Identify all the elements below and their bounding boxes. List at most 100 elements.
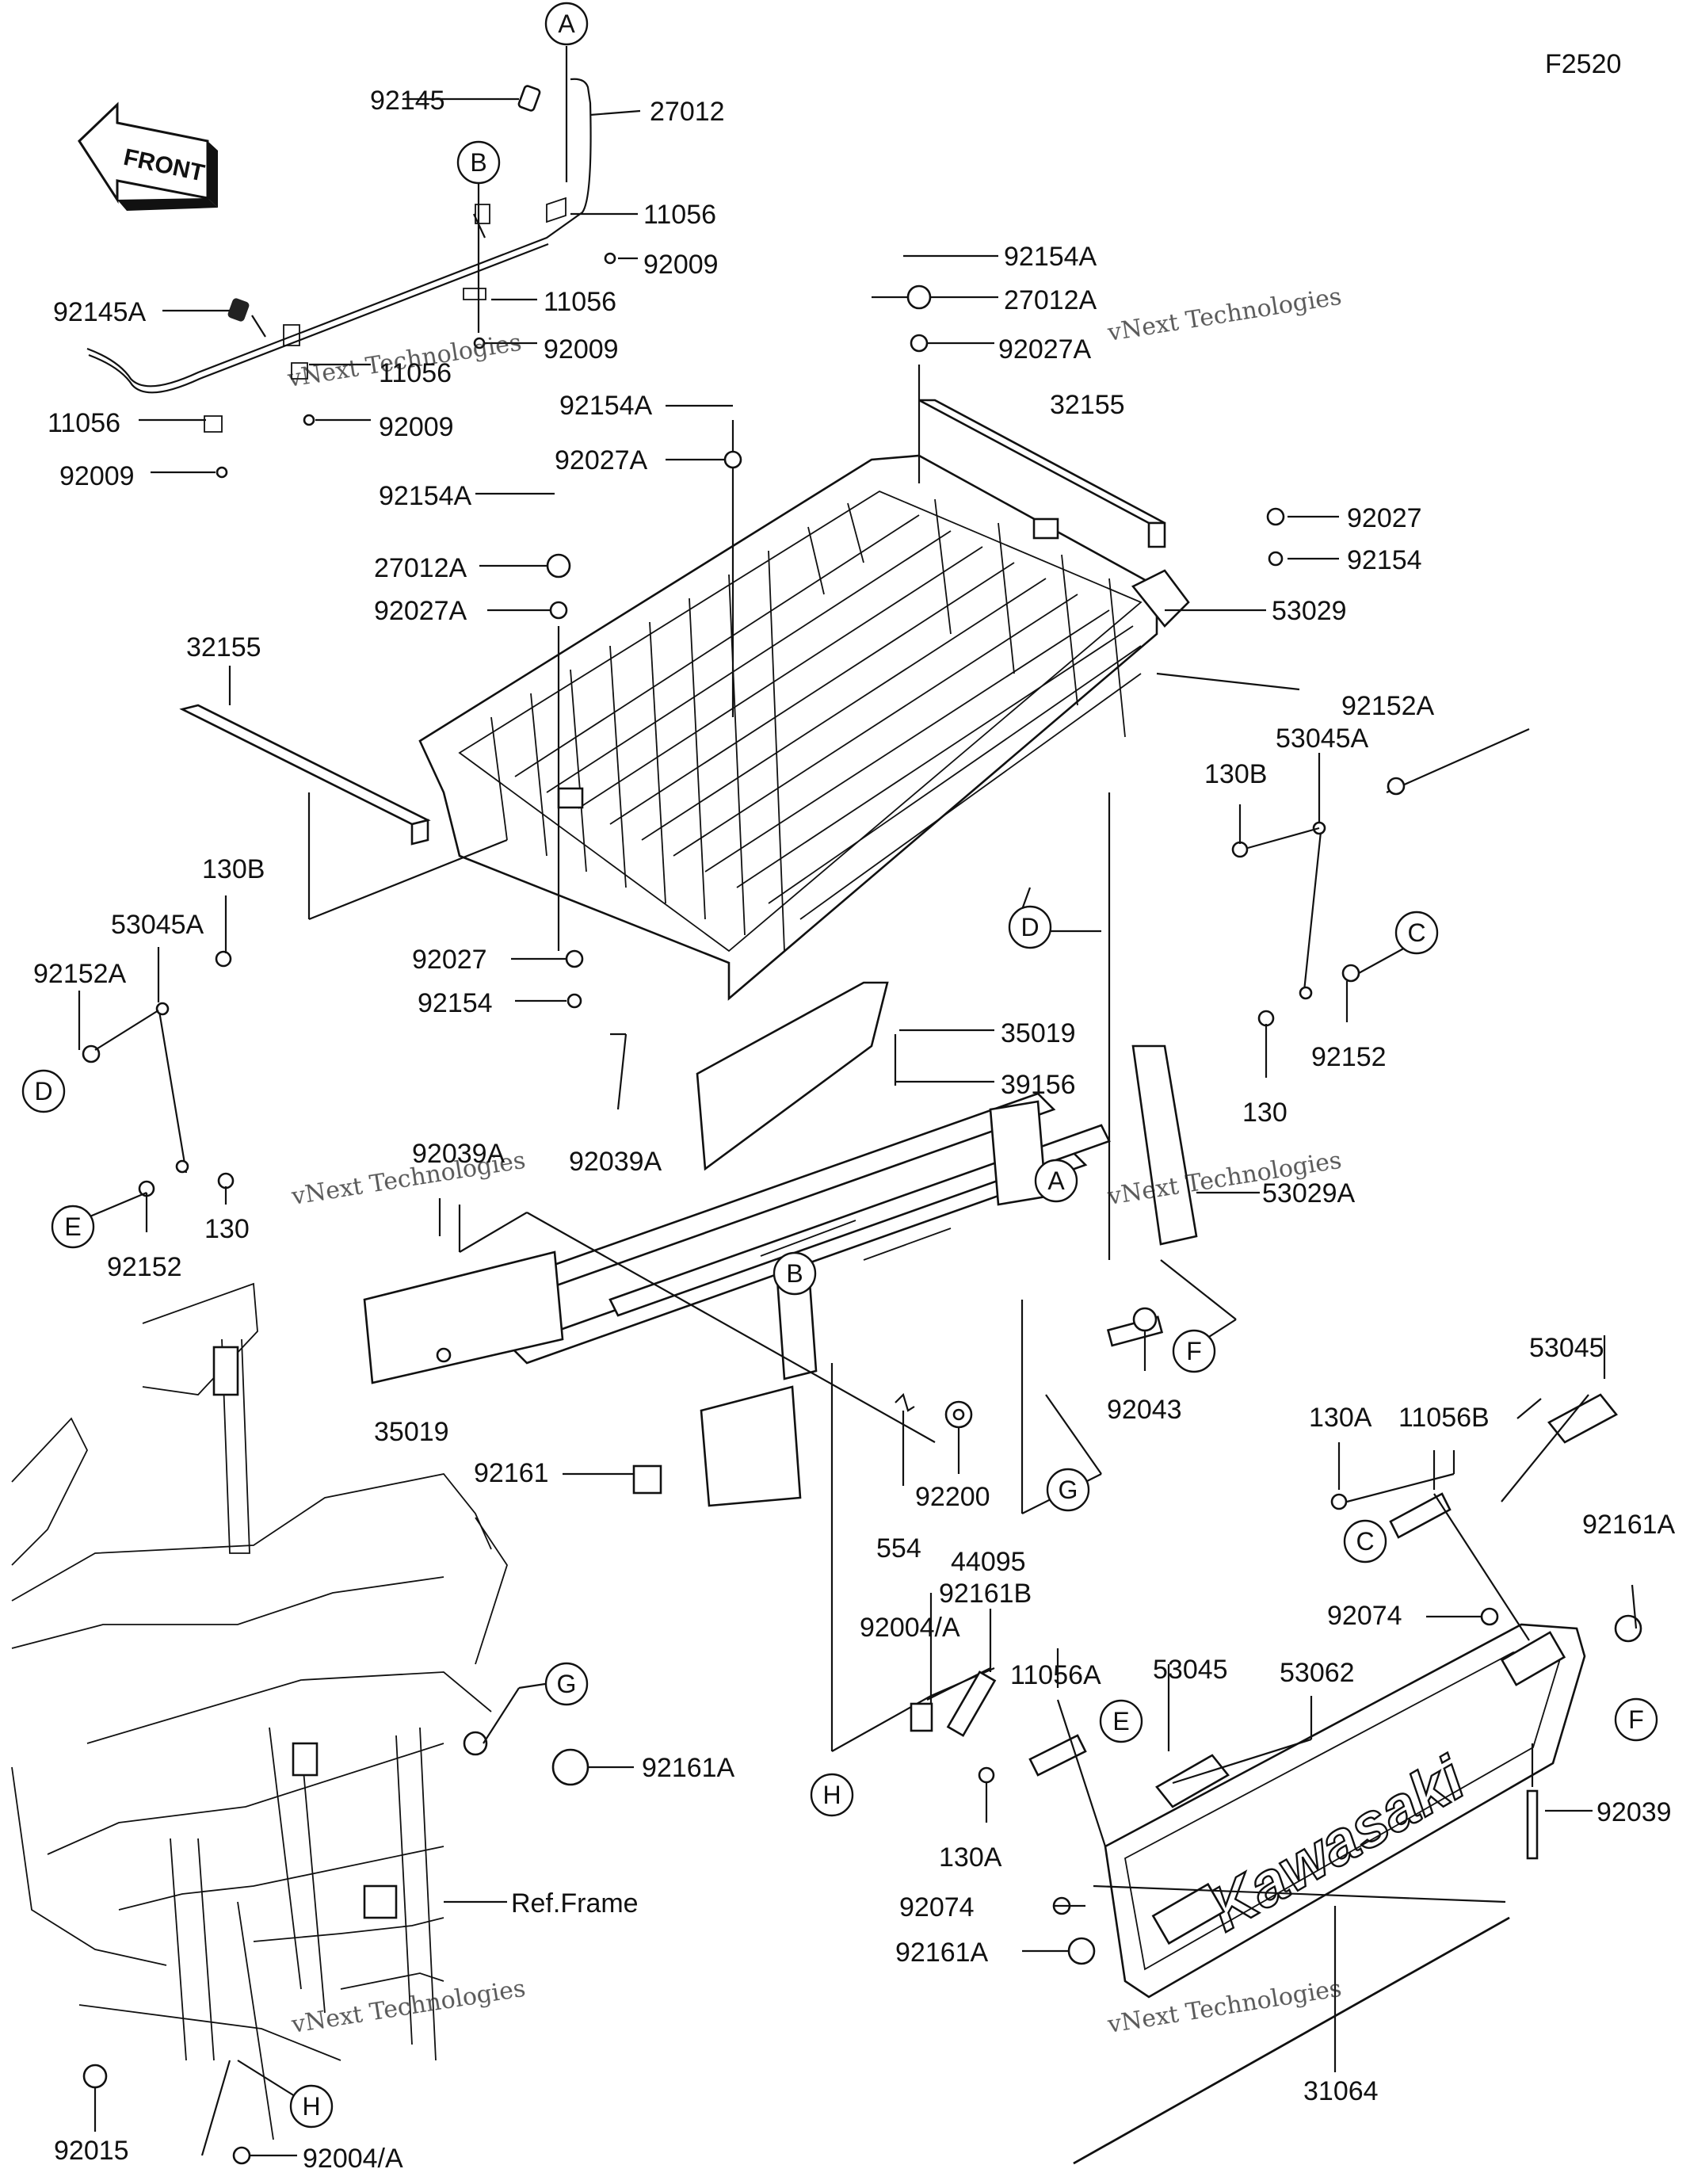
part-label: 92154 [418,988,493,1018]
svg-text:D: D [34,1077,52,1105]
part-label: 31064 [1303,2076,1379,2106]
svg-text:A: A [558,10,575,38]
part-label: 32155 [186,632,261,662]
part-label: 92009 [544,334,619,365]
callout-e-left: E [51,1205,95,1249]
part-label: 44095 [951,1547,1026,1577]
svg-text:H: H [822,1781,841,1809]
part-label: 92009 [643,250,719,280]
svg-text:B: B [470,148,486,177]
part-label: 554 [876,1533,921,1564]
svg-text:B: B [786,1259,803,1288]
callout-b-top: B [456,140,501,185]
callout-d-right: D [1008,905,1052,949]
svg-text:G: G [557,1670,577,1698]
part-label: 92009 [379,412,454,442]
part-label: 92039A [569,1147,662,1177]
callout-f-low: F [1614,1697,1658,1742]
part-label: 92074 [1327,1601,1402,1631]
part-label: 92145A [53,297,147,327]
support-cables [61,753,1407,1232]
svg-text:G: G [1059,1476,1078,1504]
part-label: 39156 [1001,1070,1076,1100]
part-label: 92009 [59,461,135,491]
part-label: 130A [939,1842,1002,1873]
part-label: 130B [202,854,265,884]
part-label: 53062 [1280,1658,1355,1688]
part-label: 92154A [559,391,653,421]
svg-text:vNext Technologies: vNext Technologies [1105,283,1344,347]
svg-text:A: A [1047,1166,1065,1195]
part-label: 130 [1242,1098,1288,1128]
part-label: 92154A [1004,242,1097,272]
part-label: 130 [204,1214,250,1244]
part-label: 27012A [374,553,467,583]
part-label: 92074 [899,1892,975,1922]
part-label: 92015 [54,2136,129,2166]
part-label: 11056B [1398,1403,1490,1433]
part-label: 32155 [1050,390,1125,420]
vehicle-frame [11,1282,634,2165]
part-label: 92027 [1347,503,1422,533]
part-label: 92161A [1582,1510,1676,1540]
part-label: 92161A [642,1753,735,1783]
part-label: 27012A [1004,285,1097,315]
callout-d-left: D [21,1069,66,1113]
part-label: 92152 [1311,1042,1387,1072]
front-arrow-icon: FRONT [78,101,218,211]
part-label: 11056 [643,200,716,230]
callout-g-mid: G [1046,1468,1090,1512]
part-label: 92161 [474,1458,549,1488]
part-label: 92004/A [860,1613,960,1643]
frame-ref-label: Ref.Frame [511,1888,639,1919]
svg-text:vNext Technologies: vNext Technologies [289,1975,528,2039]
part-label: 92161B [939,1579,1032,1609]
callout-c-low: C [1343,1519,1387,1564]
svg-text:F: F [1628,1705,1644,1734]
part-label: 35019 [1001,1018,1076,1048]
callout-h-mid: H [810,1773,854,1817]
svg-text:F: F [1186,1337,1202,1365]
part-label: 11056 [544,287,616,317]
part-label: 92039A [412,1139,505,1169]
part-label: 92154 [1347,545,1422,575]
part-label: 92027A [374,596,467,626]
cargo-bed [179,254,1530,1260]
svg-text:E: E [1112,1707,1129,1735]
callout-h-low: H [289,2084,334,2129]
part-labels: 92145 27012 11056 92009 92145A 11056 920… [33,86,1676,2174]
part-label: 92145 [370,86,445,116]
svg-text:C: C [1356,1527,1374,1556]
part-label: 130A [1309,1403,1372,1433]
part-label: 92152A [33,959,127,989]
part-label: 53045A [1276,724,1369,754]
part-label: 92004/A [303,2144,403,2174]
part-label: 53045A [111,910,204,940]
callout-a-top: A [544,2,589,46]
part-label: 53045 [1529,1333,1604,1363]
figure-code: F2520 [1545,49,1621,79]
callout-a-mid: A [1034,1159,1078,1203]
tailgate: Kawasaki [910,1335,1642,2165]
callout-e-low: E [1099,1699,1143,1743]
svg-text:E: E [64,1212,81,1241]
part-label: 27012 [650,97,725,127]
part-label: 11056A [1010,1660,1101,1690]
lock-rod-assembly [86,46,641,479]
svg-text:D: D [1020,913,1039,941]
sub-frame [363,981,1260,1752]
part-label: 35019 [374,1417,449,1447]
callout-g-frame: G [544,1662,589,1706]
part-label: 92152 [107,1252,182,1282]
part-label: 92027A [998,334,1092,365]
part-label: 92161A [895,1938,989,1968]
part-label: 92039 [1597,1797,1672,1827]
part-label: 53045 [1153,1655,1228,1685]
part-label: 92152A [1341,691,1435,721]
part-label: 92154A [379,481,472,511]
part-label: 53029A [1262,1178,1356,1208]
part-label: 92027A [555,445,648,475]
svg-text:H: H [302,2092,320,2121]
callout-b-mid: B [773,1251,817,1296]
